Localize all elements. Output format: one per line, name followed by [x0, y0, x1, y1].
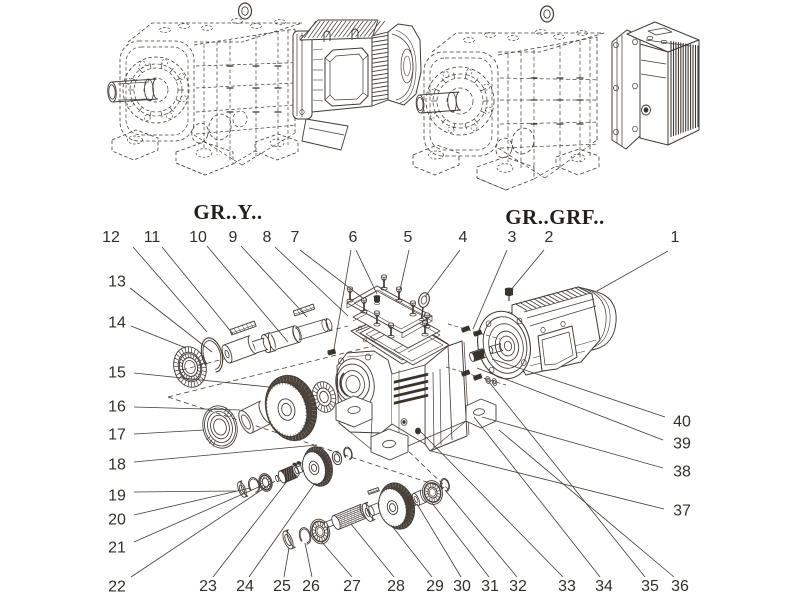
svg-text:35: 35 — [641, 578, 659, 595]
svg-text:10: 10 — [189, 229, 207, 246]
svg-text:39: 39 — [673, 436, 691, 453]
svg-text:30: 30 — [453, 578, 471, 595]
svg-text:33: 33 — [558, 578, 576, 595]
svg-text:3: 3 — [508, 229, 517, 246]
svg-text:29: 29 — [426, 578, 444, 595]
svg-text:11: 11 — [144, 229, 161, 246]
svg-text:40: 40 — [673, 414, 691, 431]
svg-text:17: 17 — [108, 427, 126, 444]
svg-text:5: 5 — [404, 229, 413, 246]
svg-text:9: 9 — [229, 229, 238, 246]
svg-text:15: 15 — [108, 365, 126, 382]
svg-text:2: 2 — [545, 229, 554, 246]
svg-text:37: 37 — [673, 503, 691, 520]
svg-text:13: 13 — [108, 274, 126, 291]
svg-text:1: 1 — [671, 229, 680, 246]
svg-text:GR..Y..: GR..Y.. — [193, 200, 262, 224]
svg-text:GR..GRF..: GR..GRF.. — [505, 205, 604, 229]
svg-text:12: 12 — [102, 229, 120, 246]
svg-text:14: 14 — [108, 315, 126, 332]
svg-text:25: 25 — [273, 578, 291, 595]
svg-text:6: 6 — [349, 229, 358, 246]
svg-text:27: 27 — [343, 578, 361, 595]
svg-text:20: 20 — [108, 512, 126, 529]
svg-text:21: 21 — [108, 540, 126, 557]
svg-text:4: 4 — [459, 229, 468, 246]
svg-text:26: 26 — [302, 578, 320, 595]
svg-text:18: 18 — [108, 457, 126, 474]
svg-text:28: 28 — [387, 578, 405, 595]
svg-text:38: 38 — [673, 464, 691, 481]
svg-text:23: 23 — [199, 578, 217, 595]
svg-text:24: 24 — [236, 578, 254, 595]
svg-text:32: 32 — [509, 578, 527, 595]
svg-text:31: 31 — [481, 578, 499, 595]
svg-text:8: 8 — [263, 229, 272, 246]
svg-text:7: 7 — [291, 229, 300, 246]
svg-text:19: 19 — [108, 488, 126, 505]
svg-text:16: 16 — [108, 399, 126, 416]
svg-text:22: 22 — [108, 579, 126, 596]
svg-text:34: 34 — [595, 578, 613, 595]
svg-text:36: 36 — [671, 578, 689, 595]
